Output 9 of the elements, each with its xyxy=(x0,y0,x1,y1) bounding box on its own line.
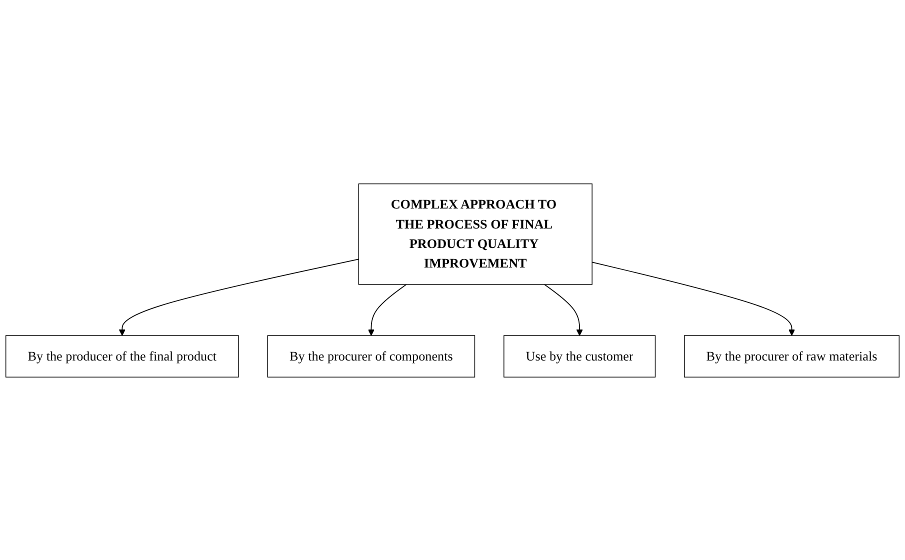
node-box: By the procurer of raw materials xyxy=(684,334,900,377)
arrow xyxy=(544,284,583,336)
node-box: By the procurer of components xyxy=(267,334,476,377)
node-box: By the producer of the final product xyxy=(6,334,239,377)
arrow xyxy=(592,261,795,336)
node-box: COMPLEX APPROACH TO THE PROCESS OF FINAL PRODUCT QUALITY IMPROVEMENT xyxy=(358,182,592,284)
arrow xyxy=(368,284,407,336)
arrow xyxy=(118,258,360,336)
node-box: Use by the customer xyxy=(504,334,656,377)
